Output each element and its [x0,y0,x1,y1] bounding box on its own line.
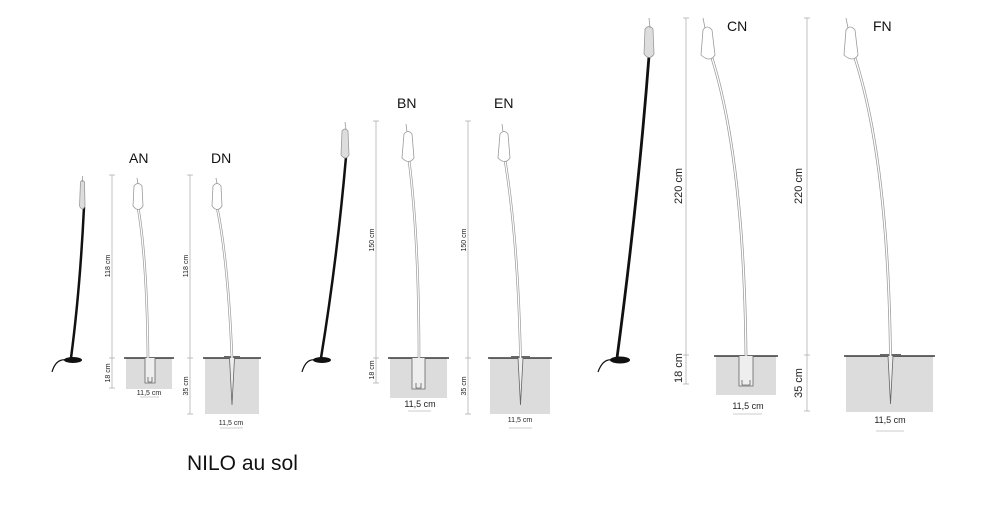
model-dn: DN 118 cm 35 cm 11,5 cm [183,150,261,429]
width-label-fn: 11,5 cm [874,415,905,425]
height-label-fn: 220 cm [793,168,805,204]
model-cn: CN 220 cm 18 cm 11,5 cm [673,17,778,415]
width-label-en: 11,5 cm [508,417,533,424]
silhouette-lamp-medium [301,121,350,373]
height-label-cn: 220 cm [673,168,685,204]
base-label-cn: 18 cm [673,353,685,383]
base-label-fn: 35 cm [793,368,805,398]
height-label-bn: 150 cm [369,228,376,251]
model-fn: FN 220 cm 35 cm 11,5 cm [793,17,935,432]
model-label-an: AN [129,150,148,166]
stem-en [503,159,522,359]
width-label-dn: 11,5 cm [219,420,244,427]
stem-fn [853,57,892,357]
diagram-caption: NILO au sol [187,452,298,475]
silhouette-lamp-small [51,176,86,373]
base-label-dn: 35 cm [183,376,190,395]
base-label-en: 35 cm [461,376,468,395]
model-en: EN 150 cm 35 cm 11,5 cm [461,95,552,429]
stem-cn [710,57,748,357]
model-an: AN 118 cm 18 cm 11,5 cm [105,150,174,398]
stem-an [136,206,150,359]
model-label-dn: DN [211,150,231,166]
width-label-cn: 11,5 cm [732,401,763,411]
model-label-en: EN [494,95,513,111]
height-label-dn: 118 cm [183,255,190,278]
height-label-en: 150 cm [461,228,468,251]
base-label-an: 18 cm [105,363,112,382]
width-label-bn: 11,5 cm [404,399,435,409]
model-label-fn: FN [873,18,892,34]
base-label-bn: 18 cm [369,360,376,379]
width-label-an: 11,5 cm [137,390,162,397]
height-label-an: 118 cm [105,255,112,278]
stem-dn [215,206,234,359]
model-label-cn: CN [727,18,747,34]
silhouette-lamp-large [597,17,655,373]
model-bn: BN 150 cm 18 cm 11,5 cm [369,95,449,412]
model-label-bn: BN [397,95,416,111]
